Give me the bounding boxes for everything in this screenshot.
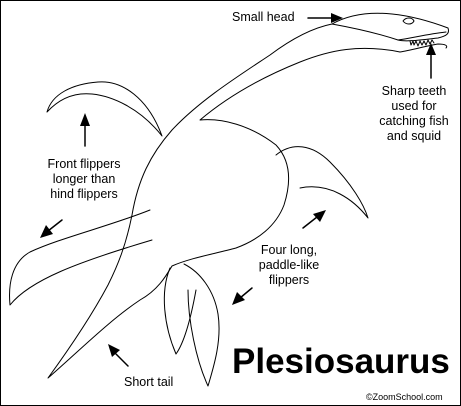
hind-flipper-left <box>163 267 197 355</box>
label-front-flippers: Front flippers longer than hind flippers <box>47 157 121 201</box>
eye <box>402 17 415 25</box>
arrow-sharp-teeth-tip <box>426 43 436 55</box>
arrow-four-flippers-down <box>239 287 253 299</box>
label-four-flippers: Four long, paddle-like flippers <box>258 243 320 287</box>
left-front-flipper-upper <box>46 81 163 137</box>
diagram-title: Plesiosaurus <box>232 342 450 381</box>
arrow-short-tail <box>115 353 129 367</box>
body-outline <box>47 23 401 379</box>
arrow-front-flippers-down-tip <box>40 225 53 238</box>
right-front-flipper <box>275 146 369 219</box>
hind-flipper-right <box>183 263 220 387</box>
arrow-small-head-tip <box>331 13 343 23</box>
label-short-tail: Short tail <box>124 375 174 389</box>
label-small-head: Small head <box>232 10 295 24</box>
arrow-four-flippers-up-tip <box>313 210 326 222</box>
teeth <box>409 39 435 47</box>
label-sharp-teeth: Sharp teeth used for catching fish and s… <box>379 84 449 143</box>
credit-text: ©ZoomSchool.com <box>366 392 443 402</box>
jaw-line <box>397 31 447 41</box>
arrow-front-flippers-up-tip <box>80 113 90 126</box>
arrow-front-flippers-down <box>47 219 63 232</box>
arrow-four-flippers-down-tip <box>232 292 245 305</box>
left-front-flipper-lower <box>9 209 153 306</box>
arrow-four-flippers-up <box>302 216 318 229</box>
arrow-short-tail-tip <box>108 344 120 357</box>
head-shape <box>331 12 449 53</box>
